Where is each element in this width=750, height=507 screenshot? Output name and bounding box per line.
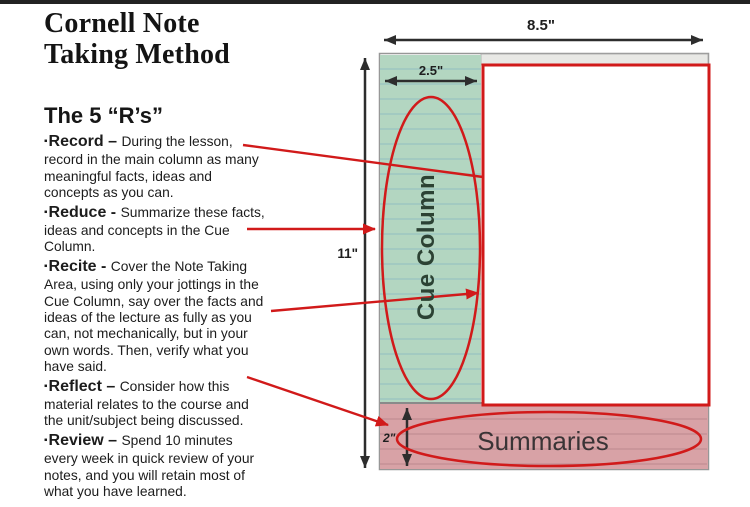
- cue-column-label: Cue Column: [413, 174, 440, 320]
- page-top-margin-strip: [480, 53, 709, 66]
- r-item: ▪Recite - Cover the Note Taking Area, us…: [44, 258, 354, 375]
- section-heading: The 5 “R’s”: [44, 103, 163, 128]
- square-bullet-icon: ▪: [44, 380, 48, 392]
- summary-height-label: 2": [382, 431, 396, 445]
- r-item: ▪Reflect – Consider how this material re…: [44, 377, 354, 430]
- r-item-lead: Record –: [48, 133, 122, 150]
- summaries-ruled-lines: [380, 418, 707, 465]
- square-bullet-icon: ▪: [44, 261, 48, 273]
- r-list: ▪Record – During the lesson, record in t…: [44, 133, 354, 500]
- r-item-body: Cover the Note Taking Area, using only y…: [44, 259, 264, 374]
- r-item-body: Consider how this material relates to th…: [44, 378, 249, 429]
- square-bullet-icon: ▪: [44, 206, 48, 218]
- summaries-highlight-ellipse: [395, 410, 703, 468]
- square-bullet-icon: ▪: [44, 435, 48, 447]
- r-item: ▪Review – Spend 10 minutes every week in…: [44, 432, 354, 500]
- cue-column-area: [380, 55, 481, 402]
- r-item: ▪Record – During the lesson, record in t…: [44, 133, 354, 201]
- top-border-bar: [0, 0, 750, 4]
- notes-panel: Cornell Note Taking Method The 5 “R’s” ▪…: [44, 8, 354, 504]
- r-item-body: During the lesson, record in the main co…: [44, 134, 259, 200]
- note-taking-area: [481, 63, 711, 407]
- cue-column-ruled-lines: [380, 68, 481, 400]
- r-item-body: Summarize these facts, ideas and concept…: [44, 204, 265, 255]
- r-item-lead: Reduce -: [48, 203, 121, 221]
- paper-page: [378, 52, 710, 471]
- page-width-label: 8.5": [527, 17, 555, 34]
- square-bullet-icon: ▪: [44, 136, 48, 147]
- page-title: Cornell Note Taking Method: [44, 8, 230, 70]
- r-item-lead: Recite -: [48, 258, 111, 276]
- cue-column-highlight-ellipse: [380, 95, 482, 401]
- summaries-area: [380, 404, 708, 469]
- r-item-lead: Review –: [48, 432, 122, 450]
- r-item: ▪Reduce - Summarize these facts, ideas a…: [44, 203, 354, 256]
- cue-width-label: 2.5": [419, 63, 443, 78]
- r-item-body: Spend 10 minutes every week in quick rev…: [44, 433, 255, 499]
- summaries-label: Summaries: [477, 426, 608, 456]
- r-item-lead: Reflect –: [48, 377, 120, 395]
